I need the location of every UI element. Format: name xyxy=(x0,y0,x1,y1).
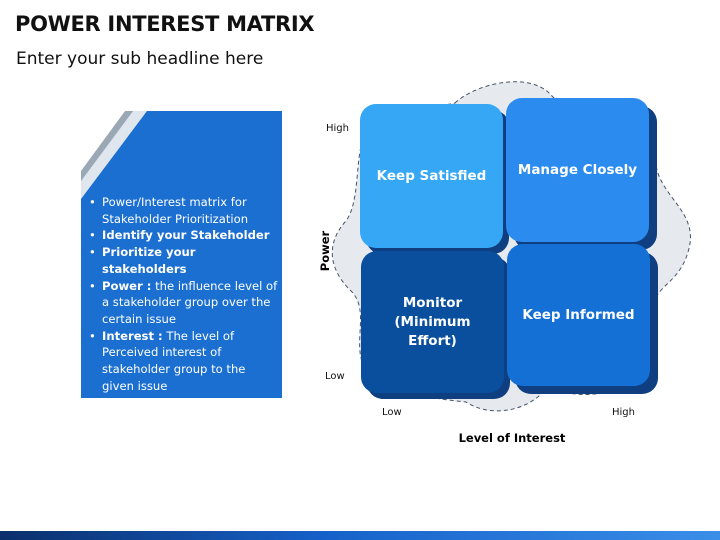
info-panel: Power/Interest matrix for Stakeholder Pr… xyxy=(81,111,282,398)
quadrant-manage-closely: Manage Closely xyxy=(506,98,649,242)
quadrant-label: Manage Closely xyxy=(517,161,638,178)
y-axis-low-label: Low xyxy=(325,371,345,382)
y-axis-title: Power xyxy=(318,230,332,272)
footer-bar xyxy=(0,531,720,540)
info-item-5: Interest : The level of Perceived intere… xyxy=(89,328,279,395)
quadrant-monitor: Monitor (Minimum Effort) xyxy=(361,251,504,393)
page-title: POWER INTEREST MATRIX xyxy=(15,12,315,36)
quadrant-label: Keep Satisfied xyxy=(376,167,487,184)
y-axis-high-label: High xyxy=(326,123,349,134)
quadrant-keep-informed: Keep Informed xyxy=(507,244,650,386)
x-axis-low-label: Low xyxy=(382,407,402,418)
page-curl-decoration xyxy=(81,111,147,199)
x-axis-title: Level of Interest xyxy=(458,431,566,445)
quadrant-label: Monitor (Minimum Effort) xyxy=(394,294,471,349)
x-axis-high-label: High xyxy=(612,407,635,418)
info-item-2: Identify your Stakeholder xyxy=(89,227,279,244)
info-list: Power/Interest matrix for Stakeholder Pr… xyxy=(89,194,279,394)
info-item-3: Prioritize your stakeholders xyxy=(89,244,279,277)
quadrant-label: Keep Informed xyxy=(522,306,635,323)
info-item-1: Power/Interest matrix for Stakeholder Pr… xyxy=(89,194,279,227)
info-item-4: Power : the influence level of a stakeho… xyxy=(89,278,279,328)
page-subtitle: Enter your sub headline here xyxy=(16,49,264,69)
quadrant-keep-satisfied: Keep Satisfied xyxy=(360,104,503,248)
